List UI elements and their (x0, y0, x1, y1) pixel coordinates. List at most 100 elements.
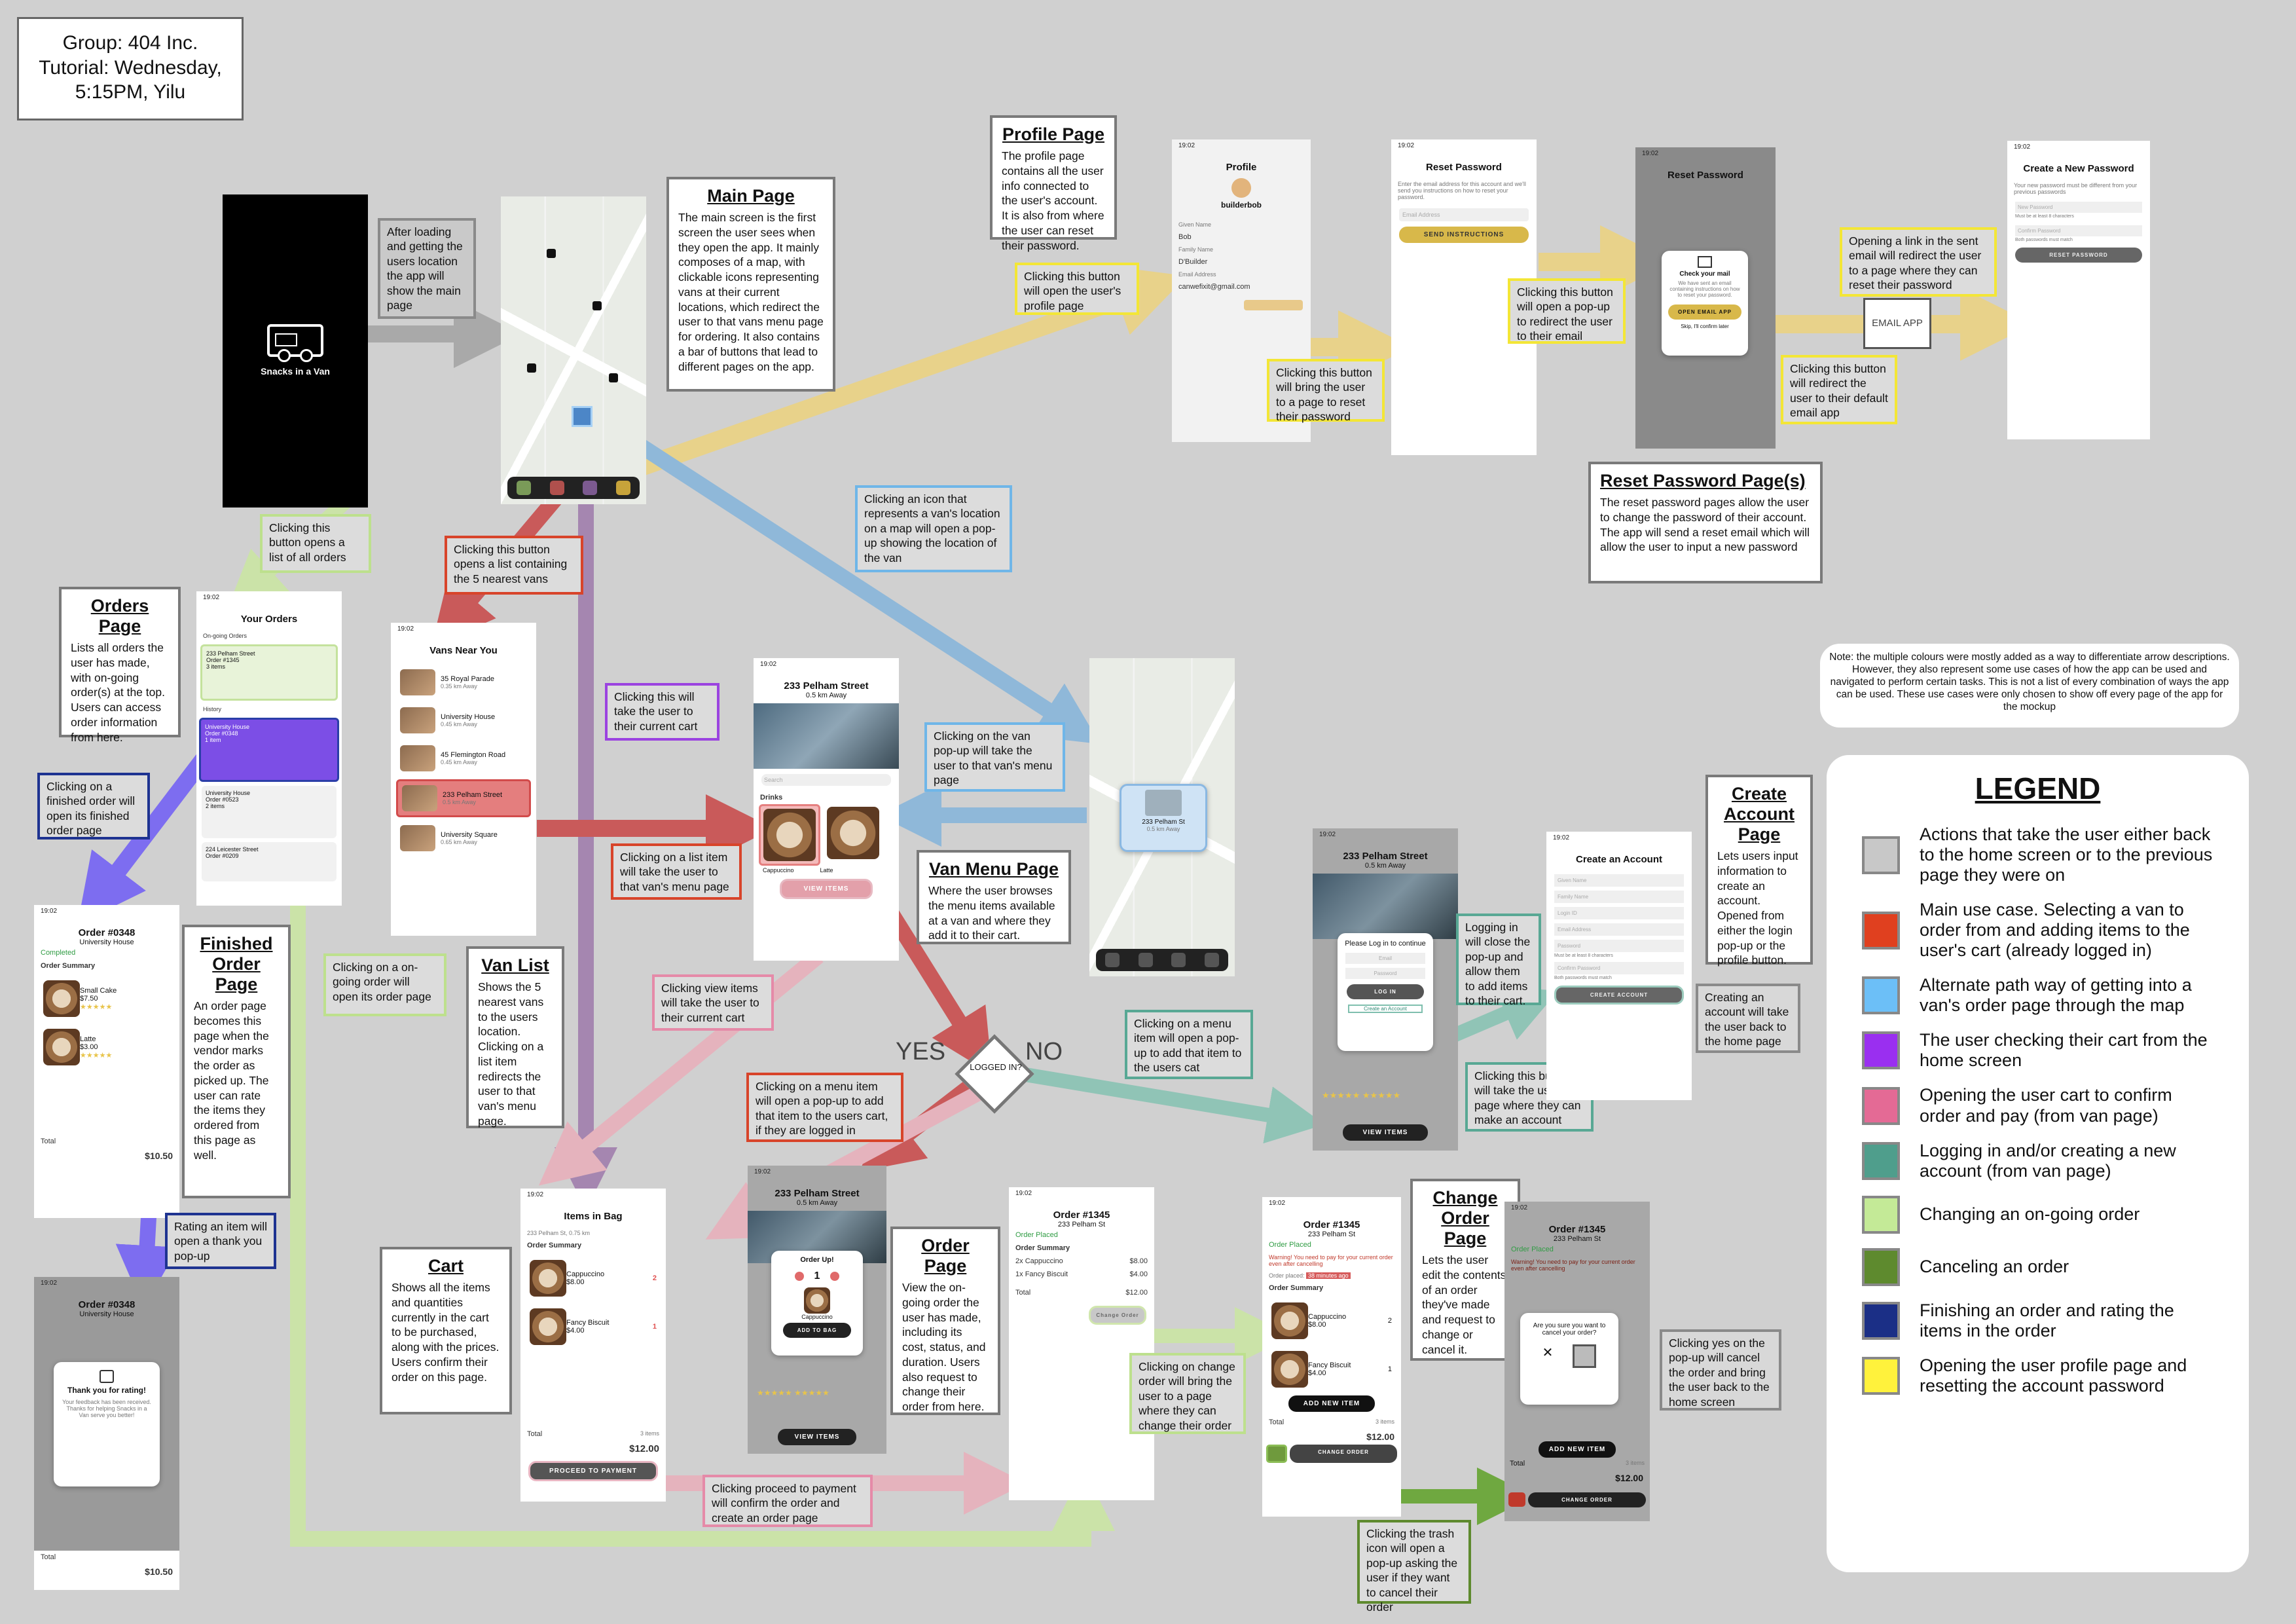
quantity-stepper[interactable]: 2 (652, 1274, 657, 1282)
family-name-input[interactable]: Family Name (1554, 891, 1684, 903)
quantity-stepper[interactable]: 1 (652, 1323, 657, 1331)
open-email-app-button[interactable]: OPEN EMAIL APP (1668, 304, 1741, 320)
history-order-card[interactable]: 224 Leicester Street Order #0209 (202, 842, 337, 881)
family-name-field[interactable]: D'Builder (1178, 258, 1208, 266)
legend-label: Alternate path way of getting into a van… (1920, 975, 2192, 1016)
main-map-screen[interactable] (501, 196, 646, 504)
orders-nav-icon[interactable] (517, 481, 532, 495)
cart-nav-icon[interactable] (583, 481, 598, 495)
profile-nav-icon[interactable] (1204, 953, 1219, 967)
legend-label: The user checking their cart from the ho… (1920, 1030, 2208, 1071)
email-input[interactable]: Email Address (1399, 208, 1529, 221)
login-popup: Please Log in to continue Email Password… (1338, 933, 1433, 1051)
van-marker-icon[interactable] (572, 406, 592, 427)
legend-swatch (1862, 1141, 1900, 1180)
skip-link[interactable]: Skip, I'll confirm later (1681, 323, 1729, 329)
search-input[interactable]: Search (761, 774, 891, 786)
legend-swatch (1862, 911, 1900, 950)
quantity-stepper[interactable]: 1 (1387, 1365, 1392, 1373)
legend-label: Canceling an order (1920, 1257, 2069, 1277)
increase-icon[interactable] (830, 1272, 840, 1281)
avatar (1231, 178, 1251, 198)
note-sent-link: Opening a link in the sent email will re… (1840, 227, 1997, 297)
email-input[interactable]: Email Address (1554, 923, 1684, 936)
login-button[interactable]: LOG IN (1347, 984, 1424, 999)
legend-label: Changing an on-going order (1920, 1204, 2140, 1225)
van-popup[interactable]: 233 Pelham St 0.5 km Away (1120, 784, 1207, 852)
legend-label: Opening the user profile page and resett… (1920, 1355, 2187, 1395)
history-order-card[interactable]: University House Order #0523 2 items (202, 786, 337, 838)
menu-item-cappuccino[interactable] (759, 804, 820, 866)
given-name-input[interactable]: Given Name (1554, 874, 1684, 887)
login-password-input[interactable]: Password (1345, 968, 1425, 979)
view-items-button[interactable]: VIEW ITEMS (780, 879, 873, 899)
legend-label: Finishing an order and rating the items … (1920, 1300, 2174, 1340)
ongoing-order-card[interactable]: 233 Pelham Street Order #1345 3 items (200, 644, 338, 701)
quantity-stepper[interactable]: 2 (1387, 1317, 1392, 1325)
close-icon[interactable]: ✕ (1542, 1346, 1554, 1360)
legend-item: Alternate path way of getting into a van… (1862, 975, 2214, 1016)
login-email-input[interactable]: Email (1345, 953, 1425, 964)
profile-nav-icon[interactable] (615, 481, 630, 495)
login-popup-screen: 19:02 233 Pelham Street 0.5 km Away Plea… (1313, 828, 1458, 1151)
legend-item: Opening the user cart to confirm order a… (1862, 1085, 2214, 1126)
orders-nav-icon[interactable] (1105, 953, 1120, 967)
cart-nav-icon[interactable] (1171, 953, 1186, 967)
decrease-icon[interactable] (794, 1272, 804, 1281)
add-new-item-button[interactable]: ADD NEW ITEM (1539, 1441, 1616, 1458)
confirm-password-input[interactable]: Confirm Password (2015, 225, 2142, 236)
van-logo-icon (267, 324, 323, 362)
proceed-to-payment-button[interactable]: PROCEED TO PAYMENT (528, 1461, 658, 1481)
email-field[interactable]: canwefixit@gmail.com (1178, 283, 1250, 291)
create-account-screen: 19:02 Create an Account Given Name Famil… (1546, 832, 1692, 1100)
vans-nav-icon[interactable] (549, 481, 564, 495)
reset-password-button[interactable] (1244, 300, 1303, 310)
legend-item: The user checking their cart from the ho… (1862, 1030, 2214, 1071)
reset-password-submit-button[interactable]: RESET PASSWORD (2015, 248, 2142, 263)
finished-order-card[interactable]: University House Order #0348 1 item (199, 718, 339, 782)
note-van-popup-click: Clicking on the van pop-up will take the… (924, 722, 1065, 792)
check-icon[interactable] (1573, 1344, 1597, 1368)
note-list-item-click: Clicking on a list item will take the us… (611, 843, 742, 900)
van-marker-icon[interactable] (609, 373, 618, 382)
create-account-button[interactable]: CREATE ACCOUNT (1554, 986, 1684, 1005)
password-input[interactable]: Password (1554, 940, 1684, 952)
van-marker-icon[interactable] (527, 363, 536, 373)
login-id-input[interactable]: Login ID (1554, 907, 1684, 919)
legend-panel: LEGEND Actions that take the user either… (1827, 755, 2249, 1572)
view-items-button[interactable]: VIEW ITEMS (1343, 1124, 1428, 1141)
legend-swatch (1862, 1301, 1900, 1340)
given-name-field[interactable]: Bob (1178, 233, 1192, 241)
legend-swatch (1862, 1195, 1900, 1234)
menu-item-latte[interactable] (824, 804, 882, 866)
change-order-submit-button[interactable]: CHANGE ORDER (1290, 1445, 1397, 1463)
map-popup-screen[interactable]: 233 Pelham St 0.5 km Away (1089, 658, 1235, 976)
change-order-submit-button[interactable]: CHANGE ORDER (1528, 1492, 1646, 1507)
desc-van-list: Van List Shows the 5 nearest vans to the… (466, 946, 564, 1128)
note-finished-order-click: Clicking on a finished order will open i… (37, 773, 150, 840)
note-change-order-click: Clicking on change order will bring the … (1129, 1353, 1246, 1434)
trash-icon[interactable] (1266, 1445, 1287, 1463)
confirm-password-input[interactable]: Confirm Password (1554, 962, 1684, 974)
change-order-screen: 19:02 Order #1345 233 Pelham St Order Pl… (1262, 1197, 1401, 1517)
create-account-link[interactable]: Create an Account (1348, 1005, 1423, 1013)
trash-icon[interactable] (1508, 1492, 1525, 1507)
note-proceed-payment: Clicking proceed to payment will confirm… (702, 1475, 873, 1527)
legend-item: Opening the user profile page and resett… (1862, 1356, 2214, 1396)
view-items-button[interactable]: VIEW ITEMS (778, 1429, 856, 1445)
add-new-item-button[interactable]: ADD NEW ITEM (1288, 1395, 1375, 1412)
van-marker-icon[interactable] (592, 301, 602, 310)
change-order-button[interactable]: Change Order (1089, 1306, 1146, 1325)
send-instructions-button[interactable]: SEND INSTRUCTIONS (1399, 227, 1529, 243)
legend-swatch (1862, 1356, 1900, 1395)
new-password-input[interactable]: New Password (2015, 202, 2142, 213)
van-marker-icon[interactable] (547, 249, 556, 258)
vans-nav-icon[interactable] (1138, 953, 1153, 967)
add-to-bag-button[interactable]: ADD TO BAG (783, 1323, 851, 1338)
note-login-close: Logging in will close the pop-up and all… (1456, 913, 1541, 1007)
